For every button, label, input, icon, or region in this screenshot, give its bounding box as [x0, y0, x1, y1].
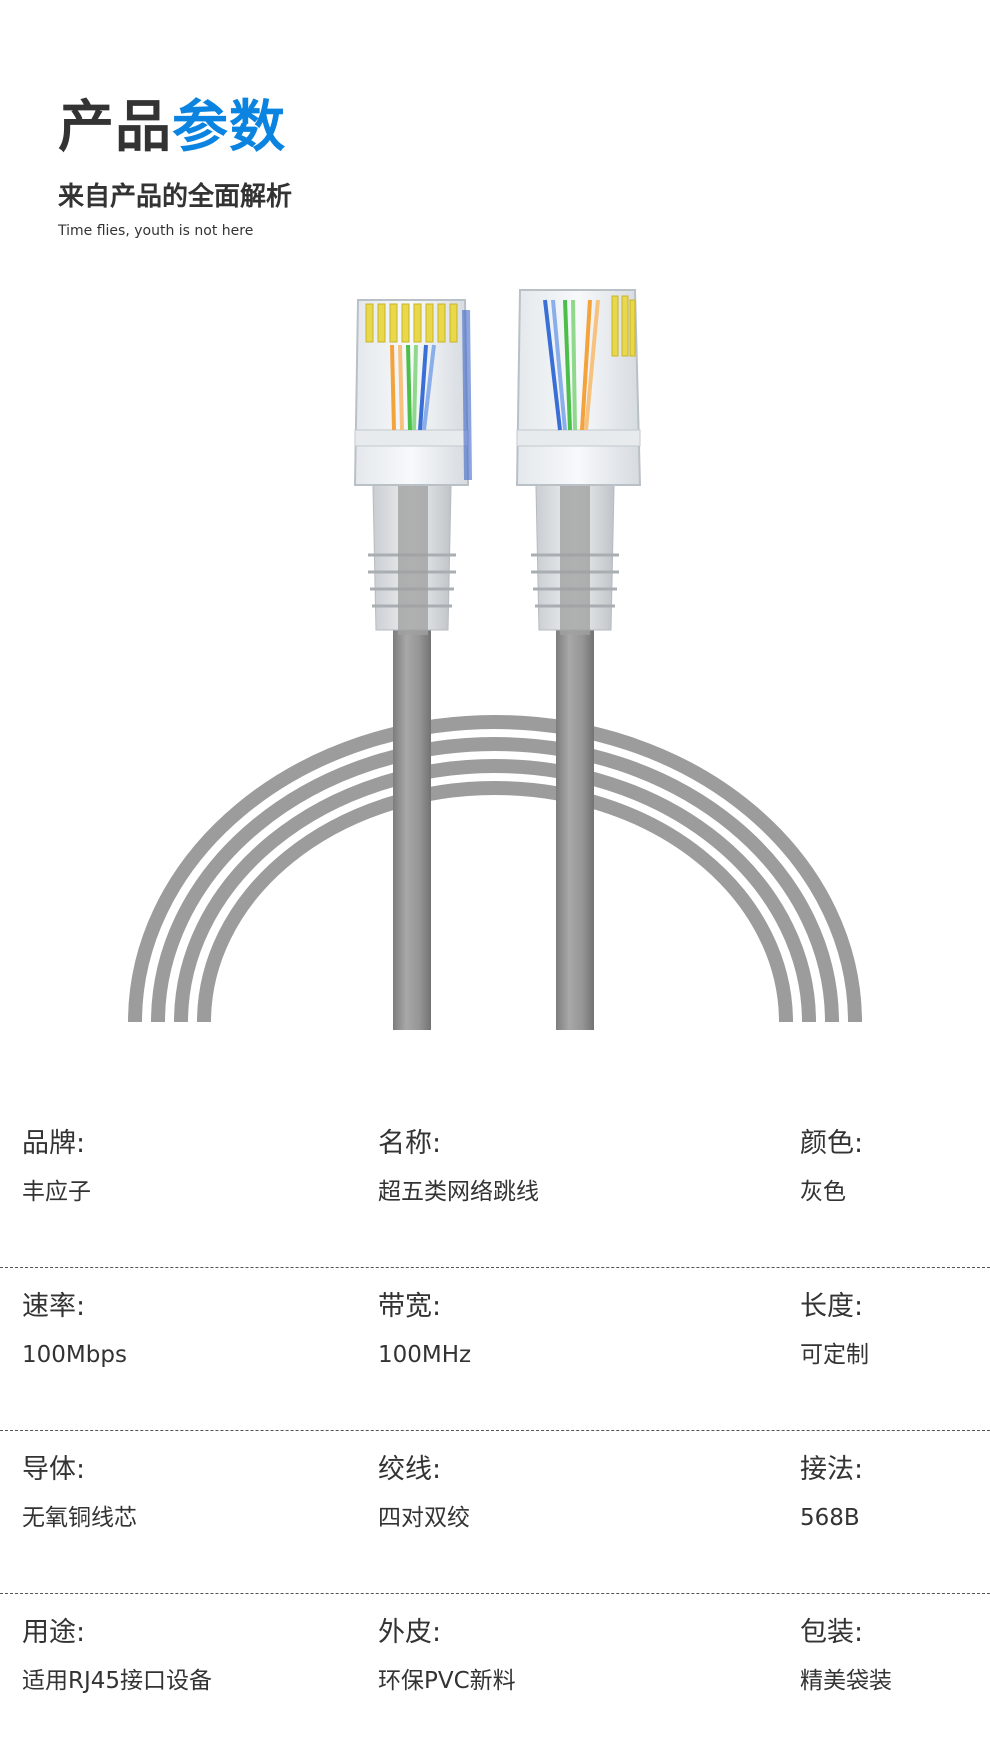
spec-row: 导体: 无氧铜线芯 绞线: 四对双绞 接法: 568B	[0, 1431, 990, 1594]
right-rj45-connector	[515, 289, 642, 635]
spec-cell-name: 名称: 超五类网络跳线	[378, 1127, 539, 1207]
spec-label: 包装:	[800, 1617, 864, 1648]
ethernet-cable-illustration	[128, 289, 862, 1030]
right-cable	[556, 560, 594, 1030]
cable-coil	[128, 715, 862, 1023]
spec-cell-twist: 绞线: 四对双绞	[378, 1453, 470, 1533]
spec-label: 名称:	[378, 1128, 442, 1159]
row-divider	[0, 1430, 990, 1431]
page-subtitle: 来自产品的全面解析	[58, 182, 293, 212]
spec-label: 绞线:	[378, 1454, 442, 1485]
spec-label: 速率:	[22, 1291, 86, 1322]
spec-value: 适用RJ45接口设备	[22, 1668, 213, 1694]
spec-value: 灰色	[800, 1179, 846, 1205]
spec-row: 用途: 适用RJ45接口设备 外皮: 环保PVC新料 包装: 精美袋装	[0, 1594, 990, 1738]
page-header: 产品参数	[58, 96, 286, 160]
spec-row: 品牌: 丰应子 名称: 超五类网络跳线 颜色: 灰色	[0, 1105, 990, 1268]
spec-cell-color: 颜色: 灰色	[800, 1127, 863, 1207]
spec-label: 用途:	[22, 1617, 86, 1648]
spec-cell-bandwidth: 带宽: 100MHz	[378, 1290, 471, 1370]
page-title: 产品参数	[58, 96, 286, 160]
spec-value: 超五类网络跳线	[378, 1179, 539, 1205]
row-divider	[0, 1593, 990, 1594]
spec-label: 长度:	[800, 1291, 864, 1322]
title-part-1: 产品	[58, 95, 172, 160]
spec-label: 品牌:	[22, 1128, 86, 1159]
spec-table: 品牌: 丰应子 名称: 超五类网络跳线 颜色: 灰色 速率: 100Mbps 带…	[0, 1105, 990, 1738]
spec-label: 接法:	[800, 1454, 864, 1485]
spec-value: 丰应子	[22, 1179, 91, 1205]
spec-value: 100MHz	[378, 1342, 472, 1368]
spec-row: 速率: 100Mbps 带宽: 100MHz 长度: 可定制	[0, 1268, 990, 1431]
page-tagline: Time flies, youth is not here	[58, 223, 254, 239]
spec-value: 568B	[800, 1505, 860, 1531]
spec-cell-brand: 品牌: 丰应子	[22, 1127, 91, 1207]
left-cable	[393, 560, 431, 1030]
left-rj45-connector	[353, 299, 472, 635]
spec-value: 四对双绞	[378, 1505, 470, 1531]
spec-value: 精美袋装	[800, 1668, 892, 1694]
spec-value: 环保PVC新料	[378, 1668, 516, 1694]
spec-value: 可定制	[800, 1342, 869, 1368]
row-divider	[0, 1267, 990, 1268]
product-image	[0, 270, 990, 1030]
spec-label: 带宽:	[378, 1291, 442, 1322]
spec-cell-wiring: 接法: 568B	[800, 1453, 863, 1533]
spec-cell-rate: 速率: 100Mbps	[22, 1290, 127, 1370]
spec-label: 外皮:	[378, 1617, 442, 1648]
spec-cell-jacket: 外皮: 环保PVC新料	[378, 1616, 516, 1696]
spec-cell-packaging: 包装: 精美袋装	[800, 1616, 892, 1696]
spec-cell-length: 长度: 可定制	[800, 1290, 869, 1370]
spec-value: 100Mbps	[22, 1342, 127, 1368]
spec-cell-conductor: 导体: 无氧铜线芯	[22, 1453, 137, 1533]
spec-cell-usage: 用途: 适用RJ45接口设备	[22, 1616, 212, 1696]
title-part-2: 参数	[172, 95, 286, 160]
spec-value: 无氧铜线芯	[22, 1505, 137, 1531]
spec-label: 导体:	[22, 1454, 86, 1485]
spec-label: 颜色:	[800, 1128, 864, 1159]
